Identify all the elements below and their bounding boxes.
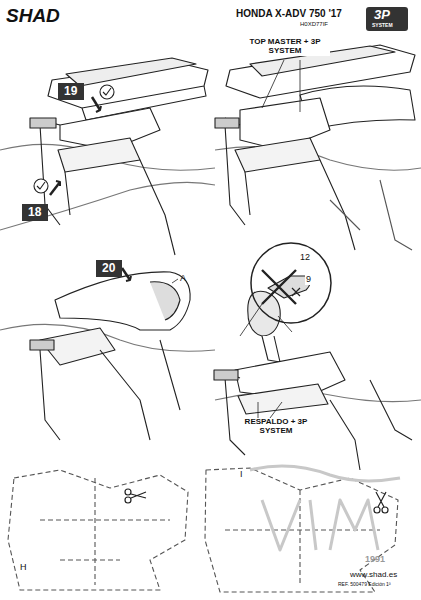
logo-text: SYSTEM (372, 23, 393, 29)
cutting-templates (8, 468, 398, 592)
callout-number: 18 (28, 206, 42, 219)
callout-box: 19 (58, 83, 84, 100)
detail-circle: 12 9 (250, 242, 332, 324)
part-letter: A (180, 274, 186, 284)
assembly-label: RESPALDO + 3P SYSTEM (236, 418, 316, 436)
circle-outline (250, 242, 332, 324)
brand-logo: SHAD (6, 6, 60, 27)
part-number: 12 (299, 253, 311, 263)
seat-pad-panel (0, 268, 215, 440)
website: www.shad.es (350, 571, 397, 580)
backrest-panel (214, 291, 421, 470)
watermark (250, 466, 400, 550)
callout-box: 18 (22, 204, 48, 221)
assembly-label: TOP MASTER + 3P SYSTEM (240, 38, 330, 56)
page-title: HONDA X-ADV 750 '17 (236, 8, 342, 19)
callout-box: 20 (96, 260, 122, 277)
model-code: H0XD77IF (300, 21, 328, 28)
callout-number: 19 (64, 85, 78, 98)
callout-number: 20 (102, 262, 116, 275)
part-letter: H (20, 563, 27, 573)
reference-note: REF. 500479 Edición 1ª (338, 582, 391, 588)
part-letter: I (240, 470, 243, 480)
scissors-icon (125, 489, 388, 513)
part-number: 9 (305, 275, 312, 285)
bike-rack-top-left (0, 58, 215, 255)
bike-rack-top-right (215, 45, 421, 250)
logo-box (366, 7, 408, 31)
watermark: 1991 (365, 555, 385, 565)
logo-text: 3P (374, 8, 390, 22)
